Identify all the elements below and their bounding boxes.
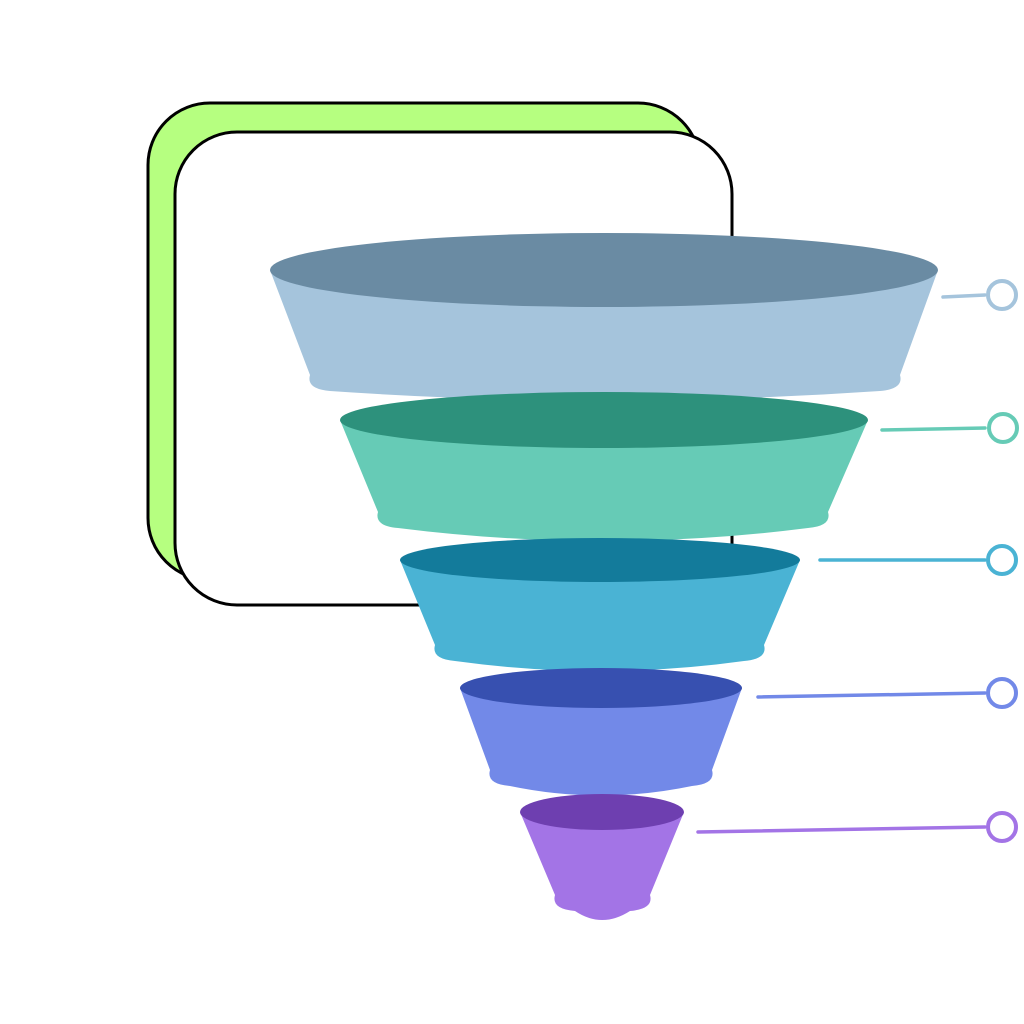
funnel-stage-body [520,812,684,920]
funnel-stage-1 [270,233,1018,401]
funnel-stage-top [270,233,938,307]
connector-dot-icon [986,279,1018,311]
funnel-stage-top [460,668,742,708]
connector-dot-icon [986,677,1018,709]
connector-dot-icon [987,412,1019,444]
funnel-stage-top [400,538,800,582]
funnel-stage-5 [520,794,1018,920]
connector-line [756,691,987,699]
funnel-stage-body [340,420,868,541]
connector-dot-icon [986,811,1018,843]
connector-dot-icon [986,544,1018,576]
funnel-stage-body [270,270,938,401]
funnel-stage-body [460,688,742,796]
funnel-stage-2 [340,392,1019,541]
funnel-stage-top [520,794,684,830]
connector-line [941,293,987,299]
connector-line [696,825,987,834]
funnel-stage-top [340,392,868,448]
funnel-stage-3 [400,538,1018,671]
funnel-stage-4 [460,668,1018,796]
funnel-stage-body [400,560,800,671]
connector-line [880,426,987,432]
